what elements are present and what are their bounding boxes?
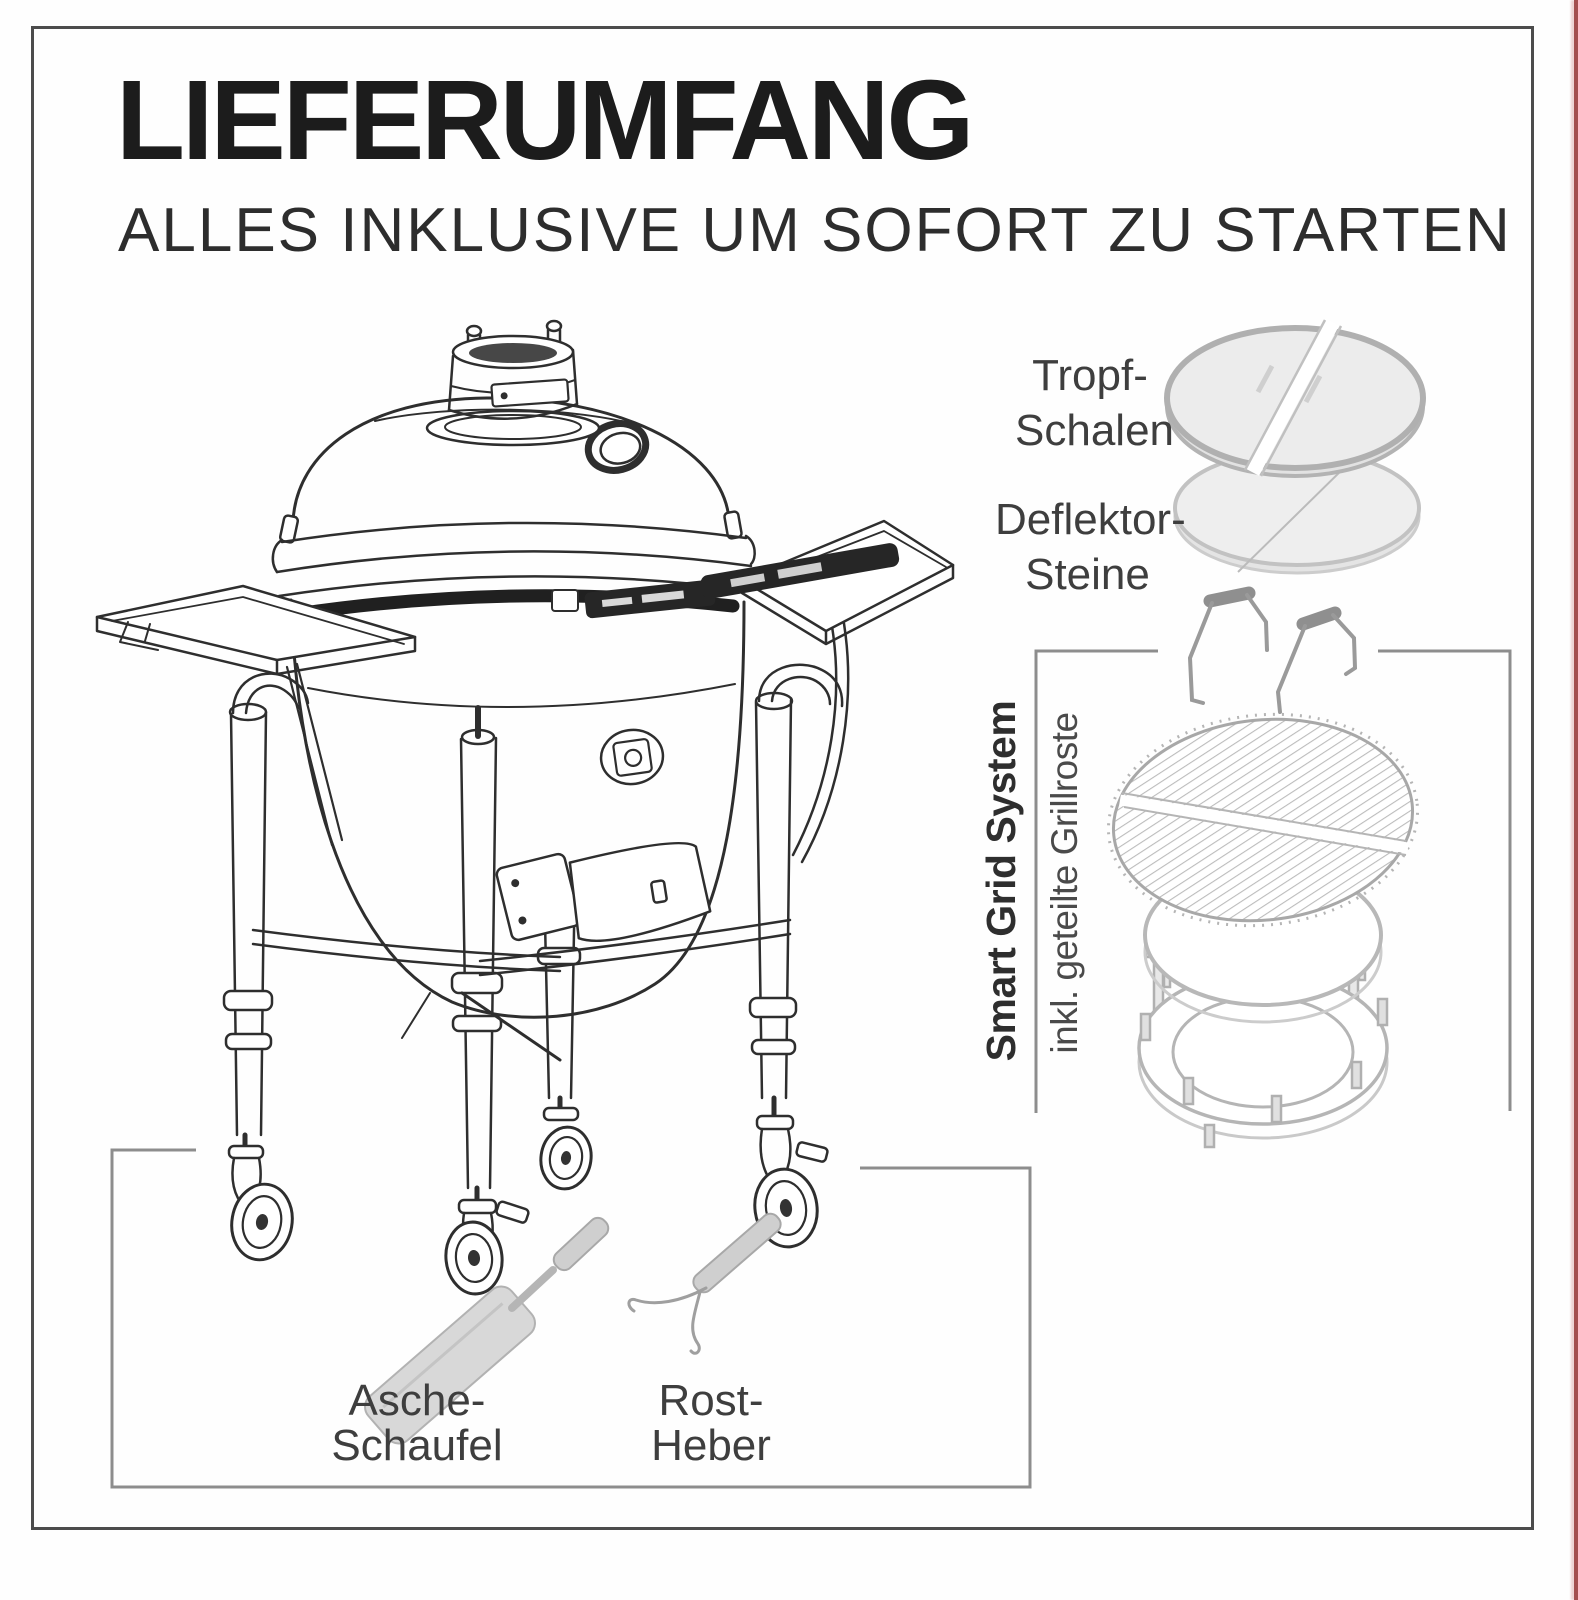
label-grate-lifter: Rost- Heber	[651, 1376, 771, 1470]
bottom-vent	[495, 841, 712, 943]
page-subtitle: ALLES INKLUSIVE UM SOFORT ZU STARTEN	[118, 196, 1512, 265]
grate-hook-left	[1187, 586, 1269, 705]
grill-base-body	[289, 598, 746, 1019]
side-table-right	[700, 519, 955, 646]
right-edge-accent	[1574, 0, 1578, 1600]
label-drip-pans: Tropf- Schalen	[1015, 351, 1175, 455]
caster-wheel-left	[227, 1132, 294, 1262]
kamado-grill-illustration	[95, 319, 955, 1296]
side-table-left	[95, 584, 417, 676]
deflector-stones-illustration	[1173, 449, 1421, 575]
tools-box	[110, 1148, 1032, 1489]
brand-badge	[599, 728, 665, 786]
cart-legs	[222, 663, 844, 1190]
label-ash-shovel: Asche- Schaufel	[331, 1376, 503, 1470]
caster-wheel-front	[444, 1185, 530, 1296]
lid-rim-bands	[271, 521, 756, 621]
label-smart-grid-note: inkl. geteilte Grillroste	[1044, 712, 1085, 1054]
chimney-cap	[425, 319, 601, 447]
grate-hook-right	[1275, 606, 1358, 714]
grill-grate-illustration	[1106, 712, 1420, 928]
label-smart-grid-system: Smart Grid System	[978, 700, 1024, 1062]
caster-wheels	[227, 1095, 829, 1296]
smart-grid-bracket	[1034, 649, 1512, 1113]
label-deflector-stones: Deflektor- Steine	[995, 495, 1186, 599]
ash-shovel-illustration	[364, 1216, 610, 1445]
drip-pans-illustration	[1164, 318, 1426, 478]
cart-rear-support	[791, 610, 850, 864]
grate-lifter-illustration	[627, 1212, 782, 1355]
grate-hooks-illustration	[1187, 586, 1358, 714]
thermometer-icon	[584, 420, 650, 474]
caster-wheel-back	[539, 1095, 593, 1191]
page-title: LIEFERUMFANG	[116, 57, 974, 183]
